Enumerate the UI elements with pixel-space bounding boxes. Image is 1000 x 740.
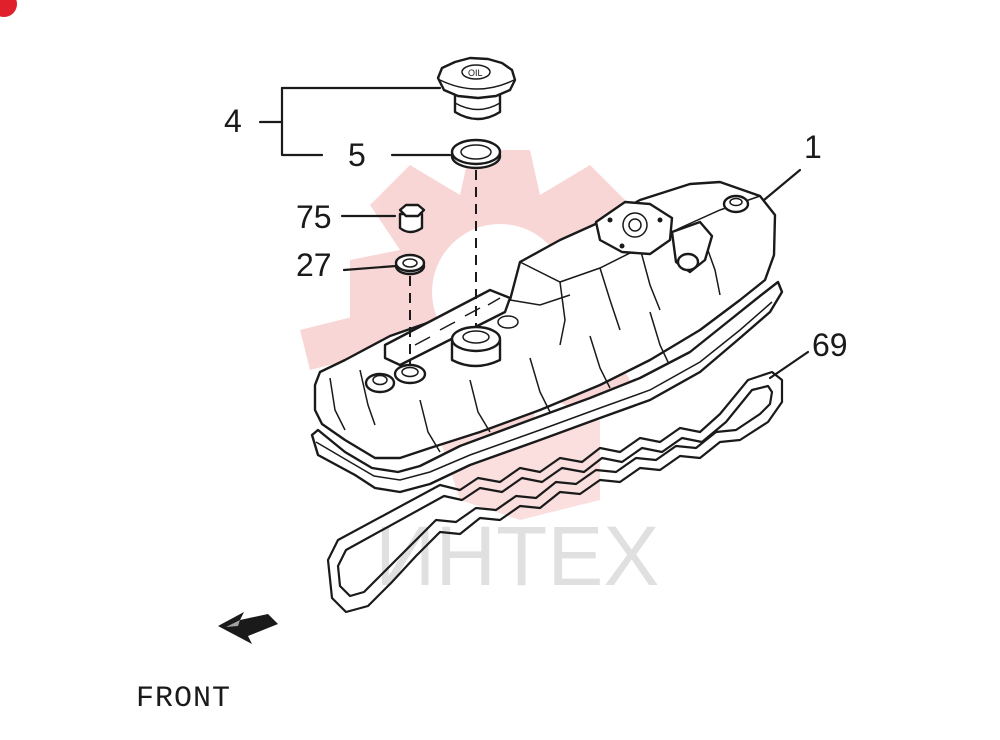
watermark-text: ИНТЕХ [375,509,659,603]
plug-bolt [398,203,426,234]
cap-marking: OIL [468,68,483,78]
leader-lines [258,86,810,380]
corner-badge [0,0,17,17]
callout-gasket: 69 [812,327,848,363]
callout-cap-seal: 5 [348,137,366,173]
front-arrow-icon [218,612,278,644]
callout-cover: 1 [804,129,822,165]
plug-washer [394,253,426,276]
cap-o-ring [450,138,502,170]
callout-cap-assembly: 4 [224,103,242,139]
front-direction-label: FRONT [136,682,231,716]
valve-cover [310,180,784,494]
rocker-cover-gasket [326,370,784,614]
oil-filler-cap: OIL [436,56,517,121]
callout-plug: 75 [296,199,332,235]
callout-plug-washer: 27 [296,247,332,283]
